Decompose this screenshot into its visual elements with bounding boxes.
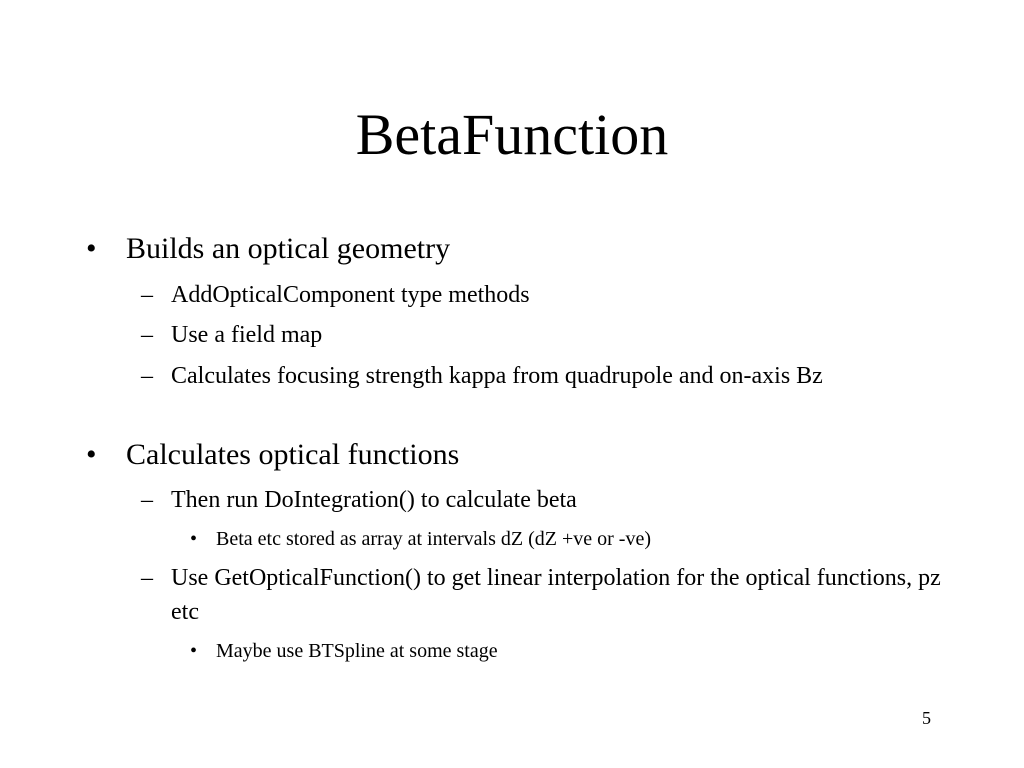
dash-marker: – — [141, 565, 153, 591]
sub-bullet-item: – Calculates focusing strength kappa fro… — [141, 359, 931, 393]
bullet-item: • Builds an optical geometry — [86, 232, 946, 266]
bullet-marker: • — [86, 232, 97, 265]
sub-bullet-text: Then run DoIntegration() to calculate be… — [171, 487, 577, 513]
sub-sub-bullet-text: Maybe use BTSpline at some stage — [216, 640, 498, 662]
bullet-marker: • — [190, 528, 198, 550]
bullet-marker: • — [190, 640, 198, 662]
sub-bullet-item: – Use GetOpticalFunction() to get linear… — [141, 561, 941, 629]
dash-marker: – — [141, 282, 153, 308]
slide-title: BetaFunction — [355, 102, 669, 167]
sub-bullet-item: – Then run DoIntegration() to calculate … — [141, 483, 941, 517]
page-number: 5 — [922, 708, 931, 728]
sub-sub-bullet-item: • Maybe use BTSpline at some stage — [190, 638, 936, 664]
sub-bullet-text: Use GetOpticalFunction() to get linear i… — [171, 565, 941, 625]
sub-bullet-text: Calculates focusing strength kappa from … — [171, 363, 823, 389]
bullet-item: • Calculates optical functions — [86, 438, 946, 472]
sub-bullet-text: Use a field map — [171, 322, 323, 348]
sub-bullet-item: – AddOpticalComponent type methods — [141, 278, 941, 312]
sub-bullet-item: – Use a field map — [141, 318, 941, 352]
dash-marker: – — [141, 363, 153, 389]
bullet-marker: • — [86, 438, 97, 471]
dash-marker: – — [141, 487, 153, 513]
sub-sub-bullet-item: • Beta etc stored as array at intervals … — [190, 526, 936, 552]
bullet-text: Calculates optical functions — [126, 438, 460, 471]
sub-sub-bullet-text: Beta etc stored as array at intervals dZ… — [216, 528, 651, 550]
dash-marker: – — [141, 322, 153, 348]
sub-bullet-text: AddOpticalComponent type methods — [171, 282, 530, 308]
bullet-text: Builds an optical geometry — [126, 232, 451, 265]
